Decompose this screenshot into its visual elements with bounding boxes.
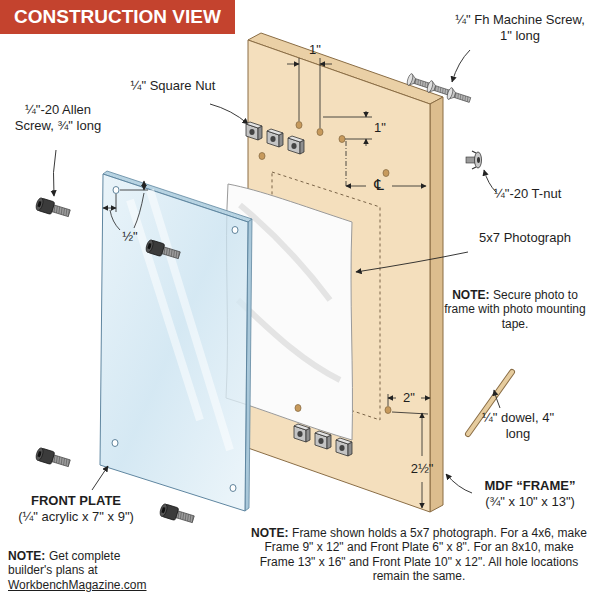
title-banner: CONSTRUCTION VIEW: [0, 0, 235, 34]
center-line-symbol-group: ℄: [367, 176, 391, 194]
dimension: 2": [396, 390, 422, 406]
note: NOTE:: [251, 526, 288, 540]
note-group: NOTE:Secure photo to frame with photo mo…: [440, 288, 590, 331]
part-label-group: MDF “FRAME”(¾" x 10" x 13"): [468, 478, 592, 509]
part-label-group: FRONT PLATE(¼" acrylic x 7" x 9"): [4, 493, 148, 524]
part-label-group: ¼" dowel, 4" long: [468, 410, 568, 441]
part-label-group: ¼" Square Nut: [128, 78, 218, 94]
note-group: NOTE:Frame shown holds a 5x7 photograph.…: [246, 526, 592, 584]
note: Frame shown holds a 5x7 photograph. For …: [260, 526, 587, 583]
t-nut: [466, 151, 482, 169]
part-label: ¼" dowel, 4" long: [468, 410, 568, 441]
square-nut: [288, 136, 304, 154]
allen-screw: [35, 197, 72, 219]
note-group: NOTE:Get complete builder's plans atWork…: [8, 549, 158, 592]
allen-screw: [159, 503, 196, 525]
square-nut: [267, 129, 283, 147]
dimension: 2½": [404, 461, 440, 477]
dimension-group: 1": [298, 42, 332, 58]
part-label: MDF “FRAME”: [468, 478, 592, 494]
dimension-group: 2": [396, 390, 422, 406]
dimension-group: 1": [374, 120, 398, 136]
square-nut: [246, 122, 262, 140]
allen-screw: [145, 239, 182, 261]
square-nut: [294, 424, 310, 442]
machine-screw: [446, 87, 472, 106]
frame-holes: [259, 122, 391, 414]
part-label: (¾" x 10" x 13"): [468, 494, 592, 510]
part-label-group: 5x7 Photograph: [470, 230, 580, 246]
hardware: [35, 73, 482, 525]
part-label-group: ¼" Fh Machine Screw, 1" long: [455, 12, 585, 43]
note: WorkbenchMagazine.com: [8, 578, 158, 592]
front-plate: [100, 171, 252, 511]
part-label: ¼"-20 T-nut: [494, 186, 590, 202]
dimension: 1": [374, 120, 398, 136]
part-label-group: ¼"-20 T-nut: [494, 186, 590, 202]
dimension-lines: [103, 58, 430, 508]
note: NOTE:: [8, 549, 45, 563]
square-nut: [315, 431, 331, 449]
note: NOTE:: [452, 288, 489, 302]
part-label: ¼" Square Nut: [128, 78, 218, 94]
part-label: ¼" Fh Machine Screw, 1" long: [455, 12, 585, 43]
center-line-symbol: ℄: [367, 176, 391, 194]
dimension: 1": [298, 42, 332, 58]
part-label: 5x7 Photograph: [470, 230, 580, 246]
part-label: (¼" acrylic x 7" x 9"): [4, 509, 148, 525]
allen-screw: [35, 447, 72, 469]
dimension-group: 2½": [404, 461, 440, 477]
dimension: ½": [116, 229, 144, 245]
part-label-group: ¼"-20 Allen Screw, ¾" long: [4, 102, 112, 133]
dimension-group: ½": [116, 229, 144, 245]
square-nut: [336, 438, 352, 456]
part-label: FRONT PLATE: [4, 493, 148, 509]
leader-lines: [53, 50, 500, 493]
part-label: ¼"-20 Allen Screw, ¾" long: [4, 102, 112, 133]
